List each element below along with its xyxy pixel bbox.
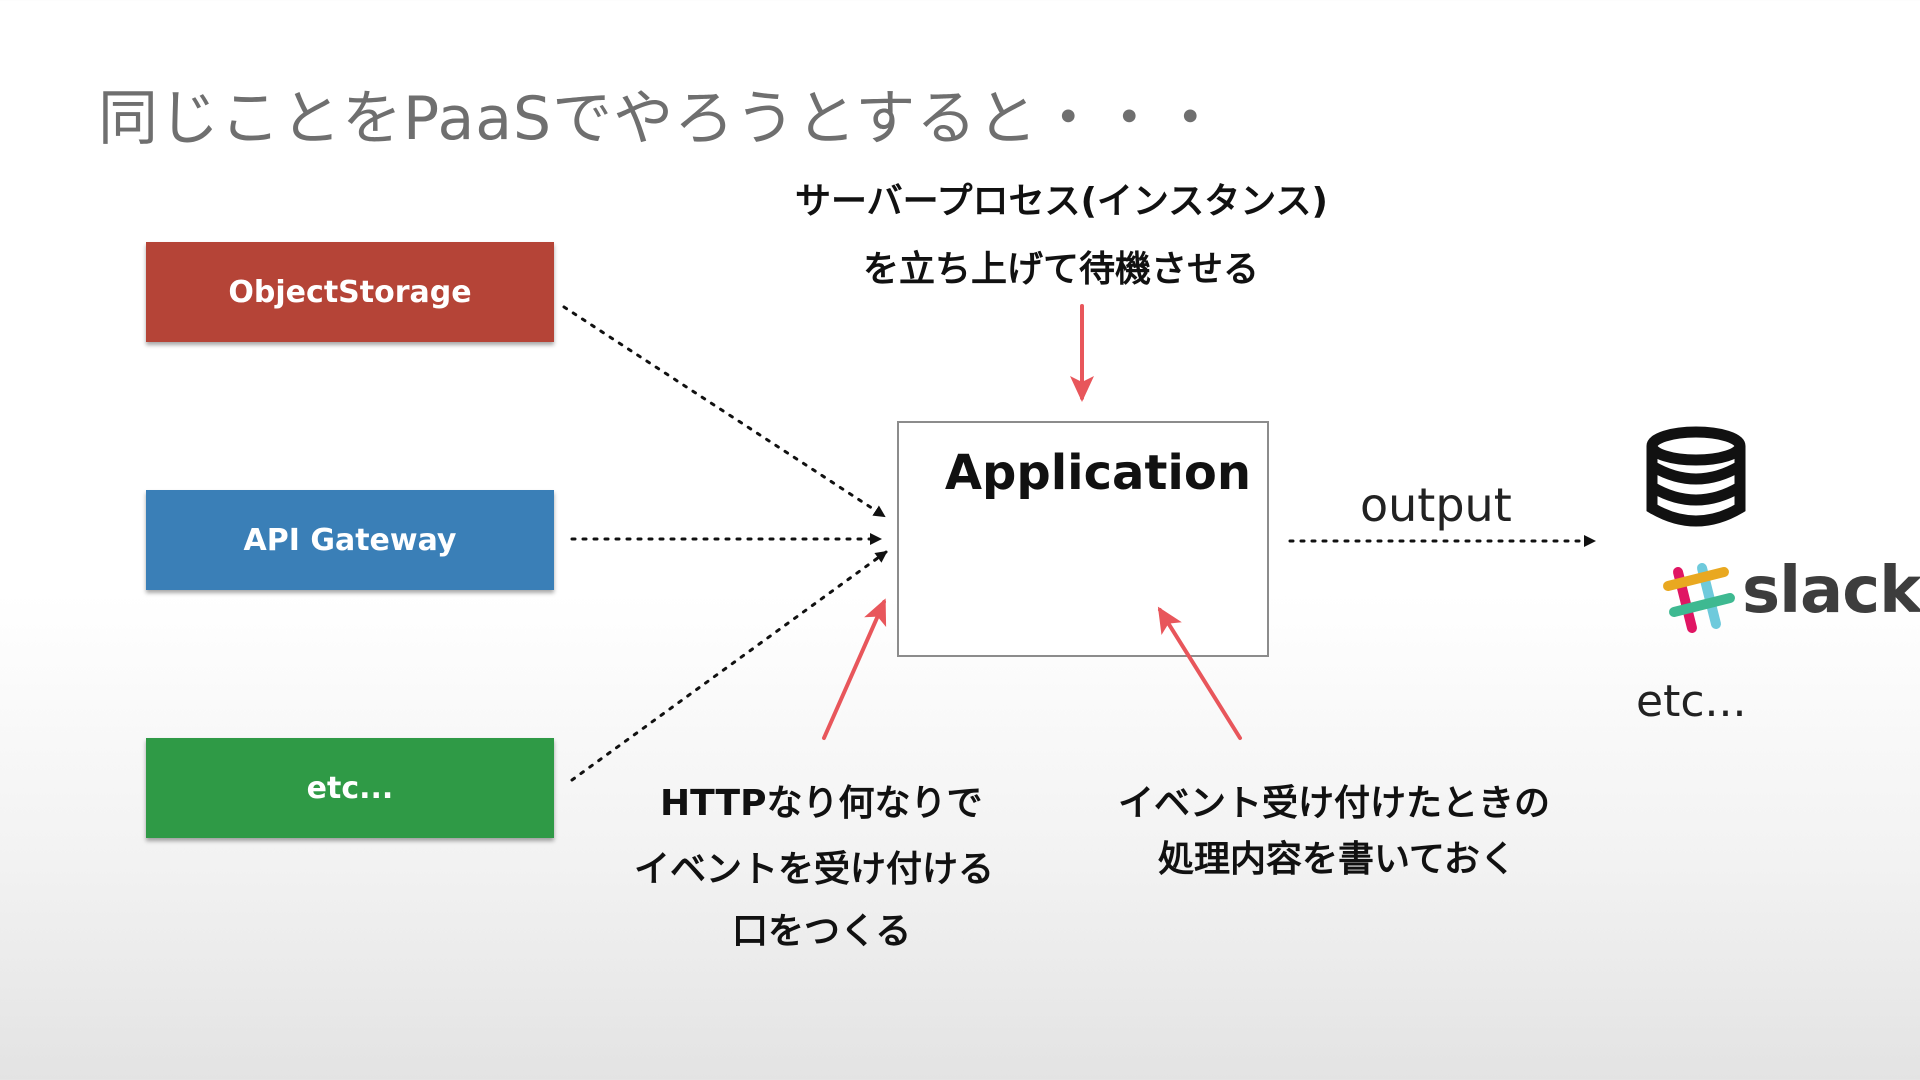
dotted-arrow-object-storage: [562, 305, 886, 518]
source-label-api-gateway: API Gateway: [243, 522, 457, 558]
application-label: Application: [944, 445, 1251, 501]
source-box-etc: etc...: [146, 738, 554, 838]
bottom-right-note-line1: イベント受け付けたときの: [1118, 783, 1551, 824]
output-label: output: [1360, 478, 1512, 532]
dotted-arrow-etc: [570, 550, 888, 782]
source-label-object-storage: ObjectStorage: [228, 274, 472, 310]
database-icon: [1646, 426, 1746, 527]
top-note-line1: サーバープロセス(インスタンス): [795, 181, 1328, 222]
bottom-right-note-line2: 処理内容を書いておく: [1158, 839, 1516, 880]
destination-etc-label: etc...: [1636, 676, 1747, 727]
slide-title: 同じことをPaaSでやろうとすると・・・: [98, 84, 1222, 154]
red-arrow-bottom-left: [822, 598, 887, 740]
bottom-left-note-line3: 口をつくる: [732, 911, 912, 952]
slack-logo-icon: [1663, 563, 1735, 633]
source-label-etc: etc...: [306, 770, 394, 806]
source-box-api-gateway: API Gateway: [146, 490, 554, 590]
application-box: Application: [897, 421, 1269, 657]
source-box-object-storage: ObjectStorage: [146, 242, 554, 342]
top-note-line2: を立ち上げて待機させる: [863, 249, 1260, 290]
bottom-left-note-line2: イベントを受け付ける: [634, 849, 995, 890]
bottom-left-note-line1: HTTPなり何なりで: [660, 783, 983, 824]
slack-wordmark: slack: [1742, 554, 1920, 628]
red-arrow-bottom-right: [1157, 606, 1242, 740]
